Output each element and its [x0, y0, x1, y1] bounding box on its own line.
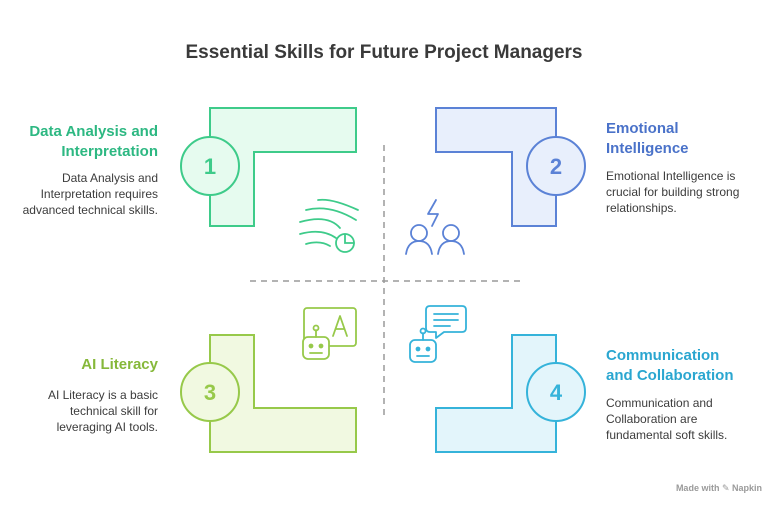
- quadrant-4-desc-line1: Communication and: [606, 396, 713, 410]
- people-lightning-icon: [405, 199, 465, 255]
- quadrant-1-heading-line2: Interpretation: [61, 143, 158, 160]
- quadrant-1-number: 1: [204, 154, 216, 179]
- quadrant-1-desc-line3: advanced technical skills.: [22, 203, 158, 217]
- quadrant-4-badge: [526, 362, 586, 422]
- quadrant-2-heading-line2: Intelligence: [606, 140, 689, 157]
- quadrant-3-heading-line1: AI Literacy: [81, 356, 158, 373]
- quadrant-1-heading: Data Analysis and Interpretation: [0, 122, 158, 162]
- quadrant-3-desc-line1: AI Literacy is a basic: [47, 388, 158, 402]
- napkin-watermark: Made with ✎ Napkin: [675, 483, 762, 493]
- quadrant-4-shape: [435, 334, 557, 453]
- quadrant-1-heading-line1: Data Analysis and: [29, 123, 158, 140]
- robot-chat-icon: [409, 305, 467, 363]
- quadrant-2-desc-line2: crucial for building strong: [606, 185, 740, 199]
- quadrant-2-heading: Emotional Intelligence: [606, 119, 756, 159]
- quadrant-2-desc-line1: Emotional Intelligence is: [606, 169, 736, 183]
- quadrant-2-description: Emotional Intelligence is crucial for bu…: [606, 168, 761, 216]
- quadrant-3-description: AI Literacy is a basic technical skill f…: [0, 387, 158, 435]
- quadrant-1-badge: [180, 136, 240, 196]
- quadrant-1-description: Data Analysis and Interpretation require…: [0, 170, 158, 218]
- quadrant-2-heading-line1: Emotional: [606, 120, 679, 137]
- quadrant-3-desc-line2: technical skill for: [69, 404, 158, 418]
- quadrant-1-desc-line1: Data Analysis and: [61, 171, 158, 185]
- quadrant-3-badge: [180, 362, 240, 422]
- quadrant-2-shape: [435, 107, 557, 227]
- quadrant-4-heading: Communication and Collaboration: [606, 346, 761, 386]
- data-analysis-icon: [299, 198, 359, 253]
- quadrant-4-description: Communication and Collaboration are fund…: [606, 395, 761, 443]
- quadrant-1-shape: [209, 107, 357, 227]
- quadrant-4-desc-line2: Collaboration are: [606, 412, 698, 426]
- quadrant-2-desc-line3: relationships.: [606, 201, 677, 215]
- quadrant-1-desc-line2: Interpretation requires: [40, 187, 158, 201]
- quadrant-3-shape: [209, 334, 357, 453]
- quadrant-4-heading-line1: Communication: [606, 347, 720, 364]
- quadrant-4-number: 4: [550, 380, 563, 405]
- quadrant-3-number: 3: [204, 380, 216, 405]
- page-title: Essential Skills for Future Project Mana…: [185, 42, 583, 63]
- quadrant-4-heading-line2: and Collaboration: [606, 367, 734, 384]
- quadrant-3-desc-line3: leveraging AI tools.: [56, 420, 158, 434]
- quadrant-2-number: 2: [550, 154, 562, 179]
- quadrant-4-desc-line3: fundamental soft skills.: [606, 428, 728, 442]
- robot-text-icon: [302, 307, 357, 360]
- quadrant-2-badge: [526, 136, 586, 196]
- quadrant-3-heading: AI Literacy: [0, 355, 158, 375]
